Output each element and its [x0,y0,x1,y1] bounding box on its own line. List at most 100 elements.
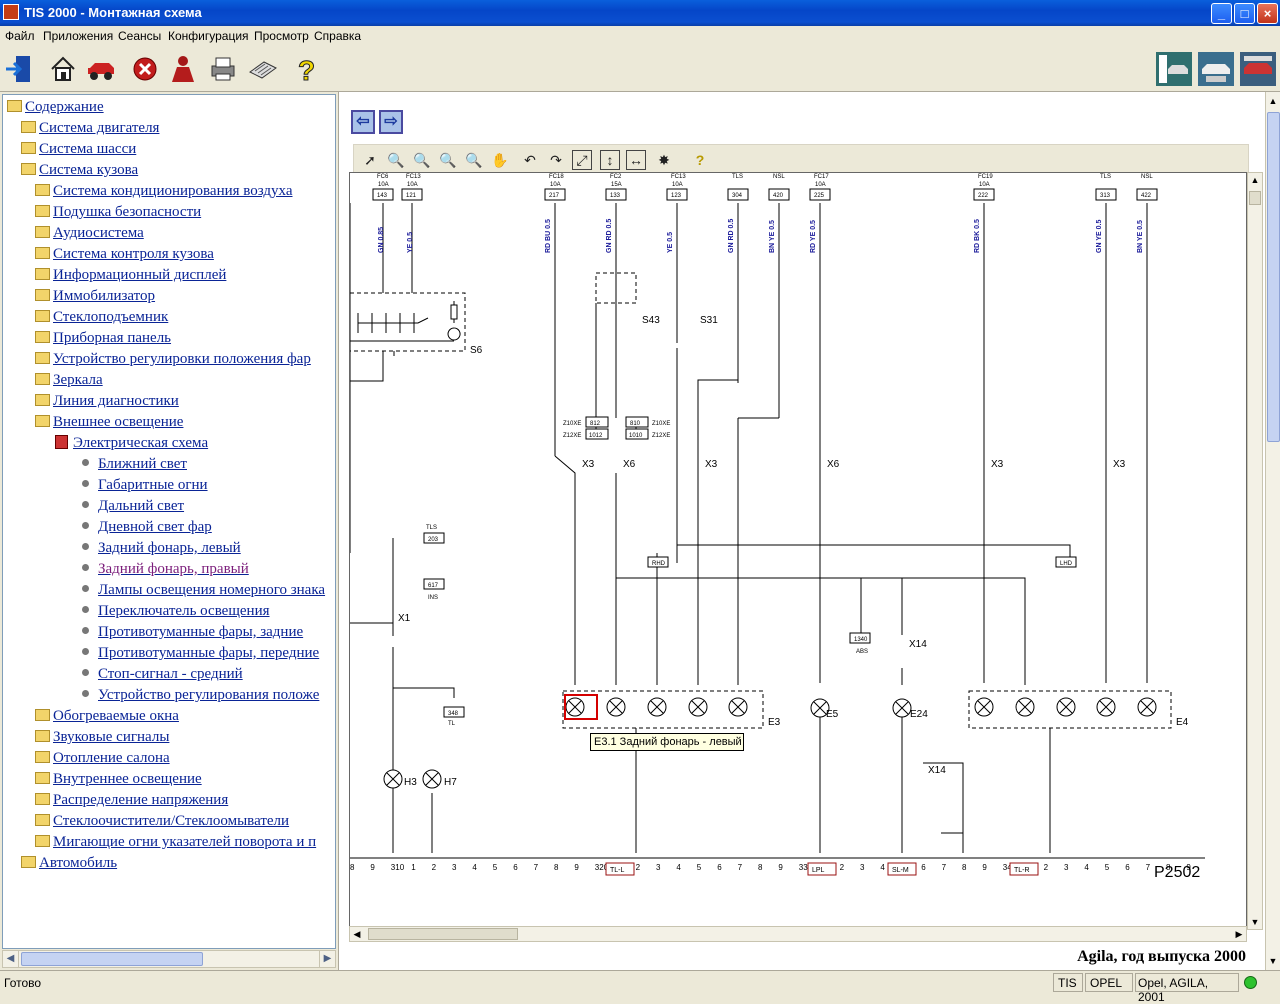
tree-scroll-thumb[interactable] [21,952,203,966]
diagram-vscroll-thumb[interactable] [1249,191,1261,205]
tree-item[interactable]: Зеркала [35,372,103,392]
tree-item[interactable]: Отопление салона [35,750,170,770]
scroll-up-icon[interactable]: ▲ [1250,175,1260,185]
car-diagnostic-icon[interactable] [1198,52,1234,86]
vehicle-icon[interactable] [86,54,116,84]
viewer-help-icon[interactable]: ? [695,152,705,168]
car-parts-icon[interactable] [1240,52,1276,86]
fuse-box [973,188,995,201]
tree-item[interactable]: Противотуманные фары, передние [79,645,319,665]
main-vscroll-thumb[interactable] [1267,112,1280,442]
rotate-right-icon[interactable]: ↷ [550,152,562,168]
tree-horizontal-scrollbar[interactable]: ◀ ▶ [2,950,336,968]
zoom-window-icon[interactable]: 🔍 [465,152,483,168]
menu-view[interactable]: Просмотр [254,29,309,43]
close-button[interactable]: × [1257,3,1278,24]
tree-item[interactable]: Звуковые сигналы [35,729,169,749]
fit-height-icon[interactable]: ↕ [600,150,620,170]
zoom-icon[interactable]: 🔍 [439,152,457,168]
tree-item[interactable]: Информационный дисплей [35,267,226,287]
diagram-horizontal-scrollbar[interactable]: ◀ ▶ [349,926,1247,942]
tree-item[interactable]: Система кузова [21,162,138,182]
forward-button[interactable]: ⇨ [379,110,403,134]
diagram-vertical-scrollbar[interactable]: ▲ ▼ [1247,172,1263,930]
tree-item[interactable]: Дневной свет фар [79,519,212,539]
tree-item[interactable]: Линия диагностики [35,393,179,413]
scroll-right-icon[interactable]: ▶ [1235,929,1243,939]
zoom-out-icon[interactable]: 🔍 [413,152,431,168]
tree-item[interactable]: Содержание [7,99,104,119]
tree-item[interactable]: Система контроля кузова [35,246,214,266]
scroll-left-icon[interactable]: ◀ [353,929,361,939]
tree-item[interactable]: Обогреваемые окна [35,708,179,728]
stop-icon[interactable] [130,54,160,84]
pan-hand-icon[interactable]: ✋ [491,152,509,168]
tree-item[interactable]: Аудиосистема [35,225,144,245]
minimize-button[interactable]: _ [1211,3,1232,24]
tree-item[interactable]: Противотуманные фары, задние [79,624,303,644]
keyboard-icon[interactable] [248,54,278,84]
tree-item[interactable]: Устройство регулирования положе [79,687,319,707]
fit-page-icon[interactable]: ⤢ [572,150,592,170]
fit-width-icon[interactable]: ↔ [626,150,646,170]
menu-apps[interactable]: Приложения [43,29,114,43]
tree-item[interactable]: Система кондиционирования воздуха [35,183,293,203]
scroll-left-icon[interactable]: ◀ [3,951,19,967]
tree-item[interactable]: Переключатель освещения [79,603,270,623]
tree-item[interactable]: Ближний свет [79,456,187,476]
tree-item[interactable]: Задний фонарь, правый [79,561,249,581]
scroll-down-icon[interactable]: ▼ [1268,956,1278,966]
main-vertical-scrollbar[interactable]: ▲ ▼ [1265,92,1280,970]
tree-item[interactable]: Электрическая схема [55,435,208,455]
tree-item[interactable]: Дальний свет [79,498,184,518]
highlight-box [564,694,598,720]
menu-file[interactable]: Файл [5,29,35,43]
pointer-icon[interactable]: ➚ [364,152,376,168]
tree-item[interactable]: Подушка безопасности [35,204,201,224]
tooltip: E3.1 Задний фонарь - левый [590,733,744,751]
scale-tick: 8 [758,863,763,872]
back-button[interactable]: ⇦ [351,110,375,134]
tree-item-label: Система кузова [39,162,139,178]
tree-item[interactable]: Внутреннее освещение [35,771,202,791]
wiring-diagram[interactable]: FC610A143FC1310A121FC1810A217FC215A133FC… [350,173,1247,930]
tree-item[interactable]: Габаритные огни [79,477,208,497]
scroll-down-icon[interactable]: ▼ [1250,917,1260,927]
highlight-icon[interactable]: ✸ [658,152,670,168]
scale-tick: 8 [554,863,559,872]
component-label: H7 [444,777,457,788]
rotate-left-icon[interactable]: ↶ [524,152,536,168]
tree-item[interactable]: Задний фонарь, левый [79,540,241,560]
help-icon[interactable]: ? [292,54,322,85]
tree-item[interactable]: Стеклоочистители/Стеклоомыватели [35,813,289,833]
title-bar: TIS 2000 - Монтажная схема _ □ × [0,0,1280,26]
tree-item[interactable]: Мигающие огни указателей поворота и п [35,834,316,854]
scroll-up-icon[interactable]: ▲ [1268,96,1278,106]
person-icon[interactable] [168,54,198,84]
tree-item[interactable]: Устройство регулировки положения фар [35,351,311,371]
menu-sessions[interactable]: Сеансы [118,29,162,43]
tree-item-label: Приборная панель [53,330,172,346]
menu-config[interactable]: Конфигурация [168,29,249,43]
tree-item[interactable]: Приборная панель [35,330,171,350]
car-workshop-icon[interactable] [1156,52,1192,86]
tree-item[interactable]: Система двигателя [21,120,159,140]
home-icon[interactable] [48,54,78,84]
exit-icon[interactable] [4,54,34,84]
scroll-right-icon[interactable]: ▶ [319,951,335,967]
diagram-hscroll-thumb[interactable] [368,928,518,940]
zoom-in-icon[interactable]: 🔍 [387,152,405,168]
tree-item[interactable]: Распределение напряжения [35,792,228,812]
tree-item[interactable]: Иммобилизатор [35,288,155,308]
tree-item[interactable]: Автомобиль [21,855,117,875]
tree-item[interactable]: Система шасси [21,141,136,161]
tree-item[interactable]: Стоп-сигнал - средний [79,666,243,686]
tree-item[interactable]: Лампы освещения номерного знака [79,582,325,602]
print-icon[interactable] [208,54,238,84]
tree-item-label: Задний фонарь, правый [98,561,249,577]
tree-item[interactable]: Внешнее освещение [35,414,183,434]
tree-item[interactable]: Стеклоподъемник [35,309,168,329]
menu-help[interactable]: Справка [314,29,362,43]
maximize-button[interactable]: □ [1234,3,1255,24]
